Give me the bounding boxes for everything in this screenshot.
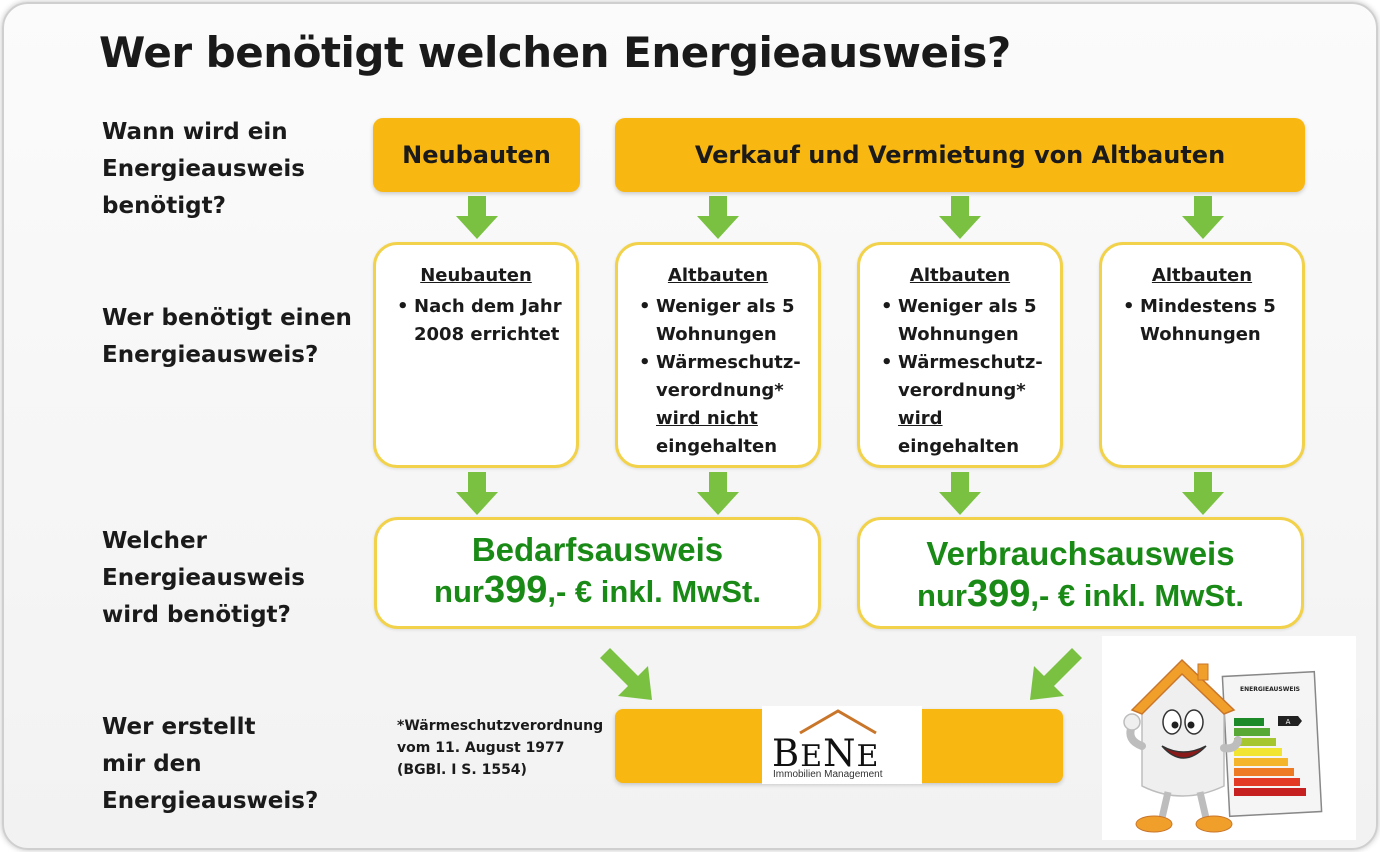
footnote: *Wärmeschutzverordnung vom 11. August 19…: [397, 718, 604, 778]
bene-logo: BENE Immobilien Management: [762, 706, 922, 784]
arrow-diagonal-left-icon: [1030, 648, 1082, 700]
arrow-down-icon: [697, 196, 739, 239]
certificate-name: Verbrauchsausweis: [926, 535, 1235, 572]
arrow-down-icon: [697, 472, 739, 515]
question-which: Welcher Energieausweis wird benötigt?: [102, 528, 305, 628]
price-suffix: ,- € inkl. MwSt.: [547, 574, 761, 609]
question-creator: Wer erstellt mir den Energieausweis?: [102, 714, 319, 814]
column-heading: Neubauten: [420, 265, 532, 286]
energy-label-title: ENERGIEAUSWEIS: [1240, 686, 1300, 693]
house-mascot-icon: A ENERGIEAUSWEIS: [1123, 658, 1323, 833]
arrow-down-icon: [456, 196, 498, 239]
list-item: Mindestens 5 Wohnungen: [1120, 293, 1294, 349]
column-altbauten-gross: Altbauten Mindestens 5 Wohnungen: [1099, 242, 1305, 468]
list-item-text: eingehalten: [898, 436, 1020, 457]
list-item: Wärmeschutz-verordnung* wird eingehalten: [878, 349, 1052, 461]
question-when: Wann wird ein Energieausweis benötigt?: [102, 119, 305, 219]
arrow-down-icon: [939, 196, 981, 239]
column-heading: Altbauten: [909, 265, 1011, 286]
arrow-down-icon: [939, 472, 981, 515]
column-altbauten-verbrauch: Altbauten Weniger als 5 Wohnungen Wärmes…: [857, 242, 1063, 468]
page-title: Wer benötigt welchen Energieausweis?: [99, 28, 1011, 77]
list-item-text: Wärmeschutz-verordnung*: [898, 352, 1043, 401]
certificate-bedarfsausweis: Bedarfsausweis nur399,- € inkl. MwSt.: [374, 517, 821, 629]
question-who: Wer benötigt einen Energieausweis?: [102, 305, 352, 368]
list-item-text: eingehalten: [656, 436, 778, 457]
price-value: 399: [966, 573, 1031, 615]
certificate-price: nur399,- € inkl. MwSt.: [377, 570, 818, 612]
column-heading: Altbauten: [667, 265, 769, 286]
energy-class: A: [1286, 718, 1291, 726]
list-item-emphasis: wird: [898, 408, 943, 429]
arrow-down-icon: [456, 472, 498, 515]
list-item-text: Wärmeschutz-verordnung*: [656, 352, 801, 401]
column-neubauten: Neubauten Nach dem Jahr 2008 errichtet: [373, 242, 579, 468]
bar-altbauten: Verkauf und Vermietung von Altbauten: [615, 118, 1305, 192]
price-value: 399: [483, 569, 548, 611]
column-altbauten-bedarf: Altbauten Weniger als 5 Wohnungen Wärmes…: [615, 242, 821, 468]
bar-neubauten: Neubauten: [373, 118, 580, 192]
list-item: Wärmeschutz-verordnung* wird nicht eingeha…: [636, 349, 810, 461]
certificate-name: Bedarfsausweis: [471, 531, 724, 568]
price-prefix: nur: [434, 574, 484, 609]
arrow-diagonal-right-icon: [600, 648, 652, 700]
list-item: Weniger als 5 Wohnungen: [878, 293, 1052, 349]
list-item: Nach dem Jahr 2008 errichtet: [394, 293, 568, 349]
column-heading: Altbauten: [1151, 265, 1253, 286]
logo-subtitle: Immobilien Management: [773, 769, 883, 780]
certificate-verbrauchsausweis: Verbrauchsausweis nur399,- € inkl. MwSt.: [857, 517, 1304, 629]
roof-icon: [799, 709, 877, 735]
arrow-down-icon: [1182, 472, 1224, 515]
list-item: Weniger als 5 Wohnungen: [636, 293, 810, 349]
price-suffix: ,- € inkl. MwSt.: [1030, 578, 1244, 613]
list-item-emphasis: wird nicht: [656, 408, 758, 429]
mascot-illustration: A ENERGIEAUSWEIS: [1102, 636, 1356, 840]
certificate-price: nur399,- € inkl. MwSt.: [860, 574, 1301, 616]
price-prefix: nur: [917, 578, 967, 613]
logo-wordmark: BENE: [772, 732, 880, 775]
arrow-down-icon: [1182, 196, 1224, 239]
